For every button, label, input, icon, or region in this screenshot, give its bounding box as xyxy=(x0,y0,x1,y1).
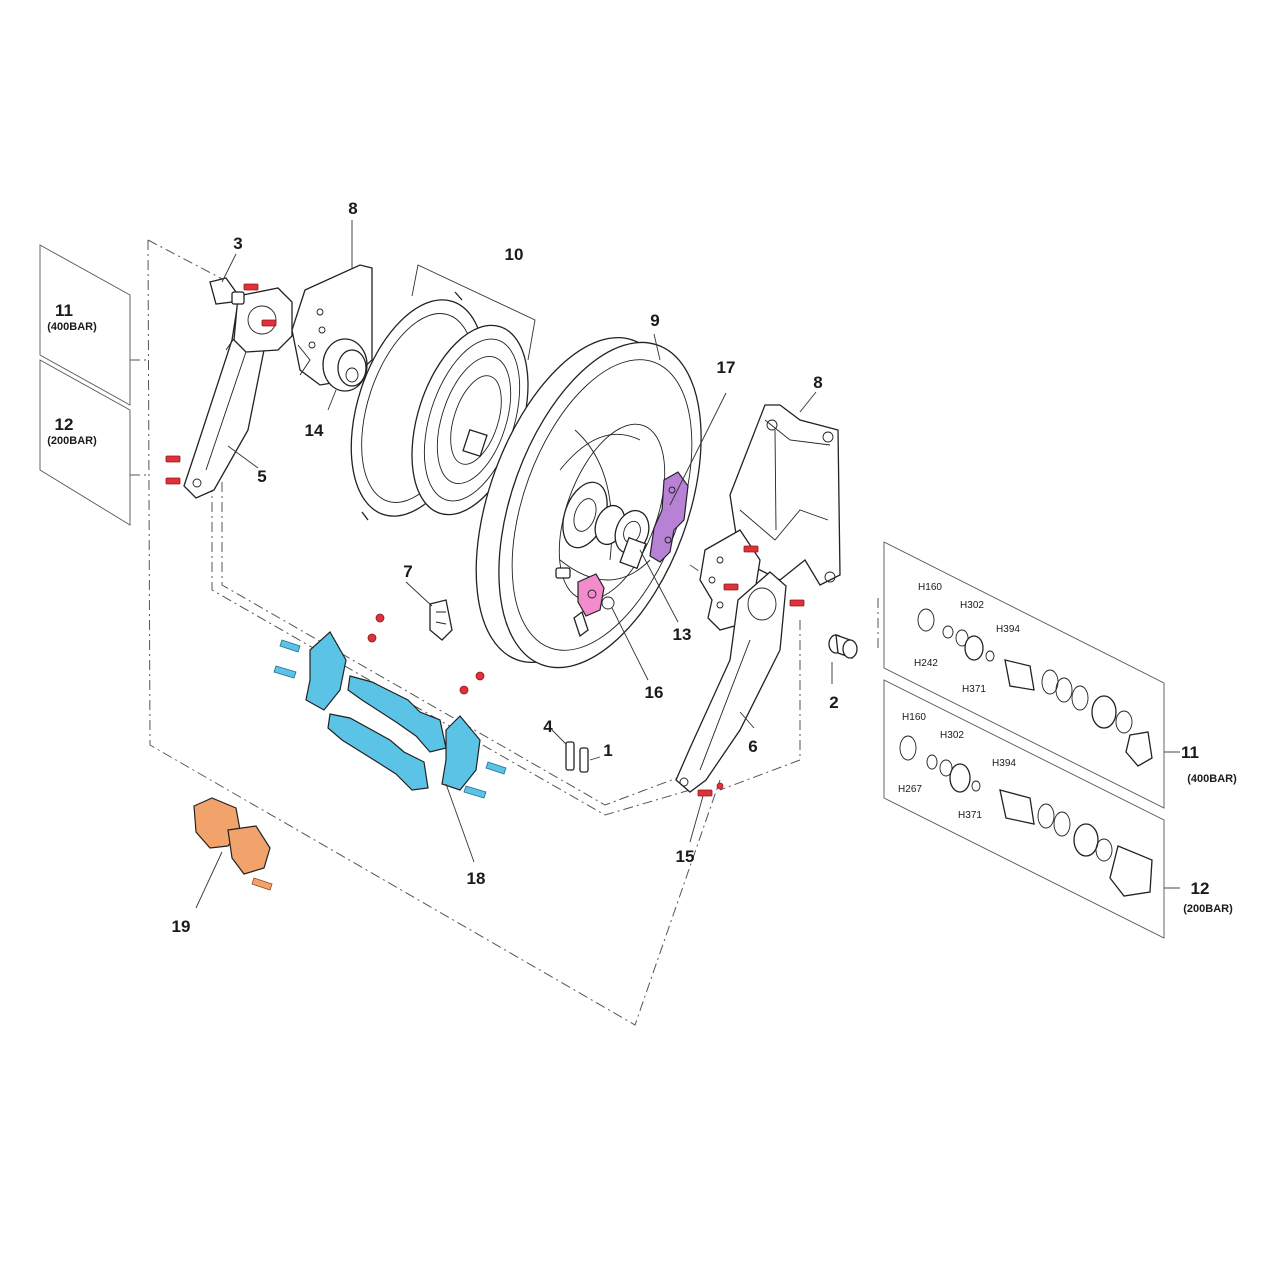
bushing-2 xyxy=(828,634,858,659)
blue-bolt-3 xyxy=(485,761,507,775)
red-nut xyxy=(475,671,485,681)
blue-mount-kit-18 xyxy=(273,631,507,799)
red-nut xyxy=(375,613,385,623)
purple-bracket-shape xyxy=(649,471,689,563)
blue-bolt-1 xyxy=(279,639,301,653)
blue-spacer-upper xyxy=(347,675,447,753)
blue-spacer-lower xyxy=(327,713,429,791)
pink-bearing-shape xyxy=(577,573,605,617)
kit-rating: (400BAR) xyxy=(1187,773,1237,785)
callout-2: 2 xyxy=(829,693,838,712)
callout-13: 13 xyxy=(673,625,692,644)
red-screw xyxy=(243,283,259,291)
part-label-h371: H371 xyxy=(962,684,986,695)
drum-small-parts xyxy=(555,567,589,638)
left-arm-5 xyxy=(183,287,293,499)
callout-8-right: 8 xyxy=(813,373,822,392)
red-screw xyxy=(723,583,739,591)
callout-4: 4 xyxy=(543,717,553,736)
part-label-h394: H394 xyxy=(996,624,1020,635)
red-screw xyxy=(789,599,805,607)
part-label-h242: H242 xyxy=(914,658,938,669)
kit-number: 12 xyxy=(1191,879,1210,898)
left-kit-box-200: 12 (200BAR) xyxy=(39,359,131,526)
callout-3: 3 xyxy=(233,234,242,253)
inlet-fitting-3 xyxy=(209,277,245,305)
kit-number: 12 xyxy=(55,415,74,434)
right-side-frame-8 xyxy=(729,404,841,586)
kit-number: 11 xyxy=(55,301,73,320)
red-screw xyxy=(743,545,759,553)
blue-plate-right xyxy=(441,715,481,791)
red-nut xyxy=(367,633,377,643)
clamp-screw xyxy=(251,877,273,891)
callout-9: 9 xyxy=(650,311,659,330)
leader-15 xyxy=(689,795,704,843)
blue-bolt-2 xyxy=(273,665,297,679)
dowel-pins-1-4 xyxy=(565,741,589,773)
red-screw xyxy=(697,789,713,797)
callout-leaders xyxy=(221,220,833,761)
kit-rating: (200BAR) xyxy=(1183,903,1233,915)
callout-1: 1 xyxy=(603,741,612,760)
left-kit-box-400: 11 (400BAR) xyxy=(39,244,131,406)
red-screw xyxy=(261,319,277,327)
drum-axle-13 xyxy=(594,504,650,570)
leader-19 xyxy=(195,851,223,909)
part-label-h394: H394 xyxy=(992,758,1016,769)
part-label-h302: H302 xyxy=(960,600,984,611)
right-kit-labels: 11 (400BAR) 12 (200BAR) xyxy=(1164,743,1237,915)
hose-drum-9 xyxy=(475,336,702,669)
part-label-h302: H302 xyxy=(940,730,964,741)
red-nut xyxy=(459,685,469,695)
blue-bolt-4 xyxy=(463,785,487,799)
part-label-h371: H371 xyxy=(958,810,982,821)
callout-18: 18 xyxy=(467,869,486,888)
bearing-housing-14 xyxy=(322,338,368,392)
callout-7: 7 xyxy=(403,562,412,581)
red-screw xyxy=(165,477,181,485)
orange-hose-clamp-19 xyxy=(193,797,273,891)
red-nut xyxy=(716,782,724,790)
callout-10: 10 xyxy=(505,245,524,264)
clamp-lower xyxy=(227,825,271,875)
swivel-kit-box-200: H160 H302 H394 H267 H371 xyxy=(883,679,1165,939)
right-arm-6 xyxy=(675,571,787,793)
swivel-kit-box-400: H160 H302 H394 H242 H371 xyxy=(883,541,1165,809)
pink-bearing-block-16 xyxy=(577,573,615,617)
part-label-h160: H160 xyxy=(902,712,926,723)
callout-8-left: 8 xyxy=(348,199,357,218)
part-label-h160: H160 xyxy=(918,582,942,593)
callout-numbers: 3 8 10 9 17 8 14 5 7 13 16 2 4 1 6 15 18… xyxy=(172,199,839,936)
purple-bracket-17 xyxy=(649,471,689,563)
leader-18 xyxy=(445,783,475,863)
kit-number: 11 xyxy=(1181,743,1199,762)
blue-plate-left xyxy=(305,631,347,711)
kit-rating: (400BAR) xyxy=(47,321,97,333)
callout-16: 16 xyxy=(645,683,664,702)
callout-17: 17 xyxy=(717,358,736,377)
part-label-h267: H267 xyxy=(898,784,922,795)
red-fasteners xyxy=(165,283,805,797)
red-screw xyxy=(165,455,181,463)
callout-6: 6 xyxy=(748,737,757,756)
callout-19: 19 xyxy=(172,917,191,936)
kit-rating: (200BAR) xyxy=(47,435,97,447)
callout-15: 15 xyxy=(676,847,695,866)
callout-14: 14 xyxy=(305,421,324,440)
callout-5: 5 xyxy=(257,467,266,486)
clip-7 xyxy=(429,599,453,641)
